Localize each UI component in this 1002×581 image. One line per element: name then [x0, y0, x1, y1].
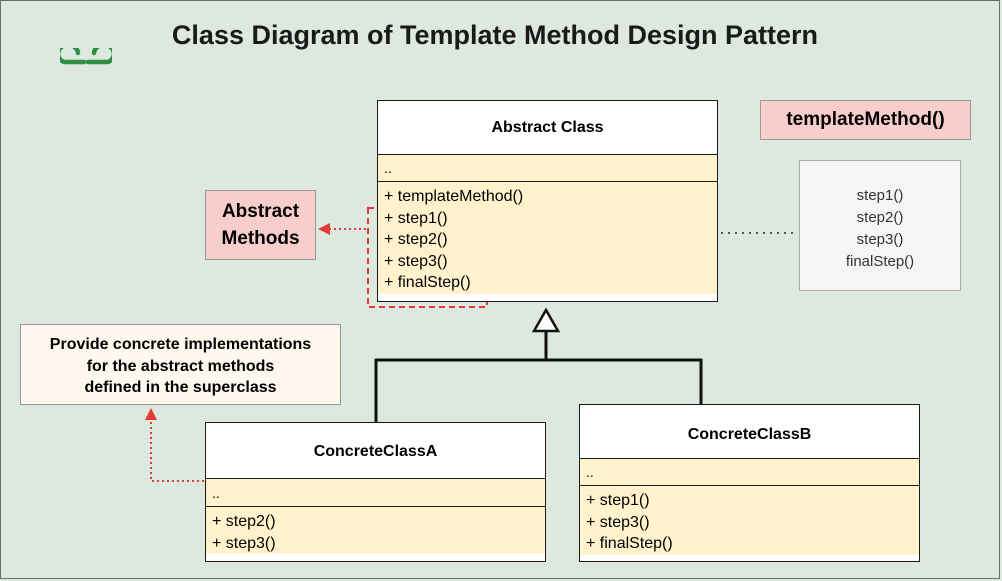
concrete-class-b-box: ConcreteClassB .. + step1() + step3() + …: [579, 404, 920, 562]
operation-step3: + step3(): [384, 252, 448, 270]
operation-final-step: + finalStep(): [586, 535, 673, 552]
note-line: defined in the superclass: [84, 379, 277, 396]
operation-step2: + step2(): [384, 231, 448, 248]
concrete-class-a-attributes: ..: [206, 479, 545, 507]
abstract-class-operations: + templateMethod() + step1() + step2() +…: [378, 182, 717, 294]
operation-step1: + step1(): [384, 209, 448, 227]
note-line: Provide concrete implementations: [49, 336, 312, 353]
inheritance-arrowhead: [531, 307, 561, 333]
diagram-title: Class Diagram of Template Method Design …: [171, 20, 819, 50]
concrete-class-a-name: ConcreteClassA: [206, 423, 545, 479]
abstract-methods-label-line1: Abstract: [221, 201, 300, 222]
concrete-class-a-box: ConcreteClassA .. + step2() + step3(): [205, 422, 546, 562]
concrete-implementation-note: Provide concrete implementations for the…: [20, 324, 341, 405]
operation-step3: + step3(): [212, 534, 276, 552]
operation-template-method: + templateMethod(): [384, 188, 524, 205]
abstract-methods-label-line2: Methods: [221, 228, 300, 249]
concrete-note-arrowhead: [145, 408, 157, 420]
concrete-class-b-name: ConcreteClassB: [580, 405, 919, 459]
template-step: step3(): [856, 231, 904, 248]
concrete-note-arrow-line: [150, 420, 204, 482]
concrete-class-b-operations: + step1() + step3() + finalStep(): [580, 486, 919, 555]
template-step: finalStep(): [845, 253, 915, 270]
note-line: for the abstract methods: [86, 357, 275, 375]
abstract-methods-label: Abstract Methods: [205, 190, 316, 260]
operation-final-step: + finalStep(): [384, 274, 471, 291]
concrete-class-b-attributes: ..: [580, 459, 919, 486]
operation-step1: + step1(): [586, 492, 650, 509]
abstract-class-box: Abstract Class .. + templateMethod() + s…: [377, 100, 718, 302]
template-step: step2(): [856, 209, 904, 226]
concrete-class-a-operations: + step2() + step3(): [206, 507, 545, 554]
abstract-methods-arrowhead: [318, 223, 330, 235]
template-step: step1(): [856, 187, 904, 204]
operation-step3: + step3(): [586, 513, 650, 531]
operation-step2: + step2(): [212, 513, 276, 530]
abstract-class-attributes: ..: [378, 155, 717, 182]
template-method-steps-box: step1() step2() step3() finalStep(): [799, 160, 961, 291]
abstract-class-name: Abstract Class: [378, 101, 717, 155]
template-method-label: templateMethod(): [760, 100, 971, 140]
gfg-logo: [60, 48, 112, 65]
